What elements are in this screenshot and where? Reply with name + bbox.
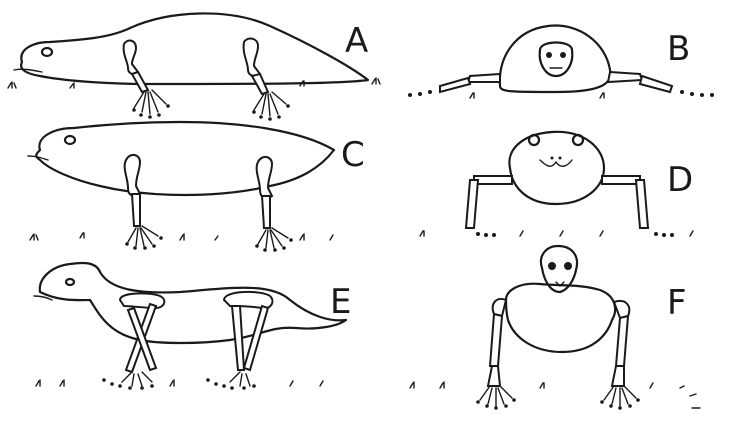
panel-label-c: C	[341, 138, 365, 172]
panel-label-a: A	[345, 24, 368, 58]
panel-label-d: D	[667, 163, 693, 197]
panel-d-drawing	[420, 132, 693, 237]
panel-label-b: B	[667, 32, 690, 66]
panel-c-drawing	[28, 122, 334, 252]
panel-label-e: E	[330, 285, 351, 319]
panel-e-drawing	[34, 263, 414, 390]
panel-a-drawing	[8, 13, 380, 120]
panel-f-drawing	[440, 246, 700, 410]
panel-label-f: F	[667, 286, 687, 320]
